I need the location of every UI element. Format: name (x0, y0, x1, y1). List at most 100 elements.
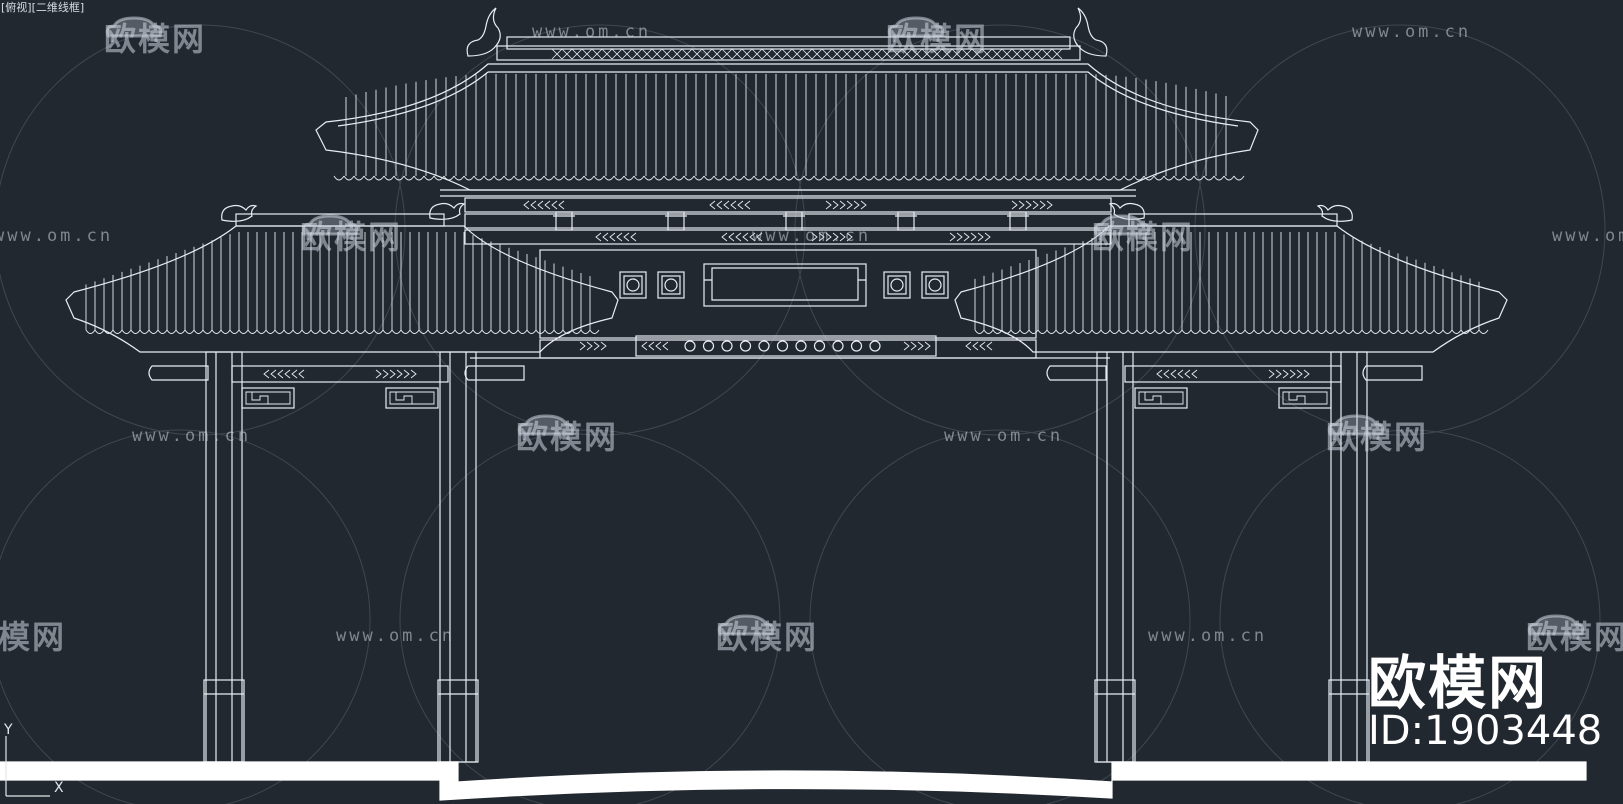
eave-scallop (1109, 329, 1120, 334)
ground-line[interactable] (0, 761, 1587, 801)
dougong-bracket (667, 211, 685, 231)
eave-scallop (633, 175, 645, 181)
eave-scallop (1289, 329, 1300, 334)
eave-scallop (983, 175, 995, 181)
eave-scallop (1442, 329, 1453, 334)
eave-scallop (1223, 175, 1235, 181)
side-beams[interactable] (148, 365, 1423, 409)
viewport-label[interactable]: [俯视][二维线框] (1, 1, 85, 14)
chevron-ornament (1184, 369, 1191, 379)
eave-scallop (443, 175, 455, 181)
eave-scallop (343, 175, 355, 181)
ucs-x-label: X (54, 780, 64, 796)
eave-scallop (733, 175, 745, 181)
chevron-ornament (586, 341, 593, 351)
chevron-ornament (523, 200, 530, 210)
eave-scallop (993, 175, 1005, 181)
eave-scallop (211, 329, 222, 334)
eave-scallop (400, 329, 411, 334)
chevron-ornament (1018, 200, 1025, 210)
lattice-rosette (890, 278, 904, 292)
chevron-ornament (1170, 369, 1177, 379)
chevron-ornament (825, 200, 832, 210)
eave-scallop (783, 175, 795, 181)
beam-ring (832, 340, 844, 352)
eave-scallop (923, 175, 935, 181)
eave-scallop (853, 175, 865, 181)
chevron-ornament (270, 369, 277, 379)
eave-scallop (593, 175, 605, 181)
eave-scallop (1235, 329, 1246, 334)
ridge-lattice (971, 48, 983, 60)
chevron-ornament (984, 232, 991, 242)
beam-ring (813, 340, 826, 352)
chevron-ornament (839, 232, 846, 242)
eave-scallop (94, 329, 105, 334)
ridge-lattice (831, 48, 843, 60)
eave-scallop (1460, 329, 1471, 334)
ridge-lattice (631, 48, 643, 60)
central-ridge-pattern (551, 48, 1063, 60)
eave-scallop (1019, 329, 1030, 334)
eave-scallop (823, 175, 835, 181)
eave-scallop (1082, 329, 1093, 334)
chevron-ornament (756, 232, 763, 242)
chevron-ornament (737, 200, 744, 210)
beam-ring (850, 340, 863, 352)
column-2 (437, 351, 479, 763)
eave-scallop (1193, 175, 1205, 181)
eave-scallop (130, 329, 141, 334)
eave-scallop (427, 329, 438, 334)
columns[interactable] (203, 351, 1370, 763)
chevron-ornament (723, 200, 730, 210)
fret-panel (1134, 387, 1188, 409)
eave-scallop (391, 329, 402, 334)
chevron-ornament (595, 232, 602, 242)
left-side-roof[interactable] (65, 202, 619, 353)
eave-scallop (373, 329, 384, 334)
chevron-ornament (1046, 200, 1053, 210)
chevron-ornament (924, 341, 931, 351)
ridge-lattice (821, 48, 833, 60)
ridge-lattice (861, 48, 873, 60)
ridge-lattice (921, 48, 933, 60)
eave-scallop (1172, 329, 1183, 334)
chevron-ornament (558, 200, 565, 210)
right-side-roof[interactable] (954, 202, 1508, 353)
chevron-ornament (910, 341, 917, 351)
eave-scallop (157, 329, 168, 334)
fret-pattern (389, 391, 435, 405)
central-beams[interactable] (464, 197, 1112, 359)
eave-scallop (553, 329, 564, 334)
eave-scallop (1298, 329, 1309, 334)
ridge-beast-left-icon (466, 7, 501, 57)
ridge-lattice (901, 48, 913, 60)
dougong-bracket (555, 211, 573, 231)
circle-beam (635, 335, 937, 357)
column-1 (203, 351, 245, 763)
eave-scallop (409, 329, 420, 334)
chevron-ornament (846, 200, 853, 210)
ridge-lattice (1051, 48, 1063, 60)
eave-scallop (508, 329, 519, 334)
eave-scallop (472, 329, 483, 334)
bracket-scroll-icon (148, 365, 209, 381)
lattice-rosette (657, 271, 685, 299)
eave-scallop (393, 175, 405, 181)
plaque-frame (539, 249, 1037, 339)
eave-scallop (883, 175, 895, 181)
eave-scallop (503, 175, 515, 181)
name-plaque[interactable] (703, 263, 867, 307)
eave-scallop (803, 175, 815, 181)
eave-scallop (913, 175, 925, 181)
eave-scallop (943, 175, 955, 181)
chevron-ornament (970, 232, 977, 242)
central-roof[interactable] (315, 7, 1259, 197)
eave-scallop (148, 329, 159, 334)
chevron-ornament (655, 341, 662, 351)
eave-scallop (1073, 175, 1085, 181)
eave-scallop (85, 329, 96, 334)
chevron-ornament (537, 200, 544, 210)
